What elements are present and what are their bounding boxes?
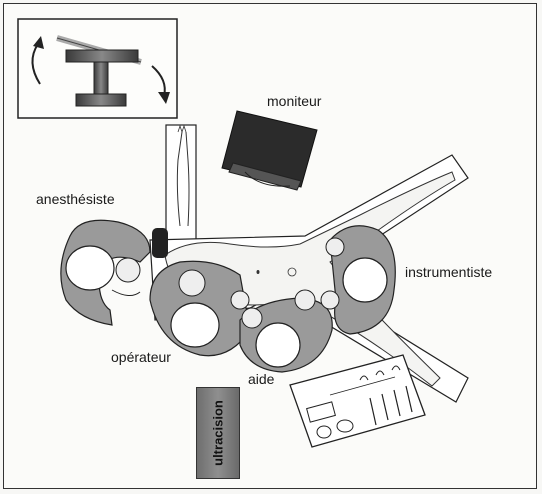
label-operator: opérateur [111, 349, 171, 365]
anesthesia-equipment [152, 228, 168, 258]
label-assistant: aide [248, 371, 274, 387]
arm-board [166, 125, 196, 245]
label-monitor: moniteur [267, 93, 321, 109]
operator-figure [150, 261, 250, 355]
label-scrub-nurse: instrumentiste [405, 264, 492, 280]
ultracision-generator: ultracision [196, 387, 240, 479]
label-anesthetist: anesthésiste [36, 191, 115, 207]
anesthetist-figure [61, 220, 150, 325]
ultracision-label: ultracision [211, 400, 226, 466]
table-tilt-inset [18, 19, 177, 118]
instrument-tray-icon [290, 355, 425, 447]
monitor-icon [222, 111, 317, 190]
